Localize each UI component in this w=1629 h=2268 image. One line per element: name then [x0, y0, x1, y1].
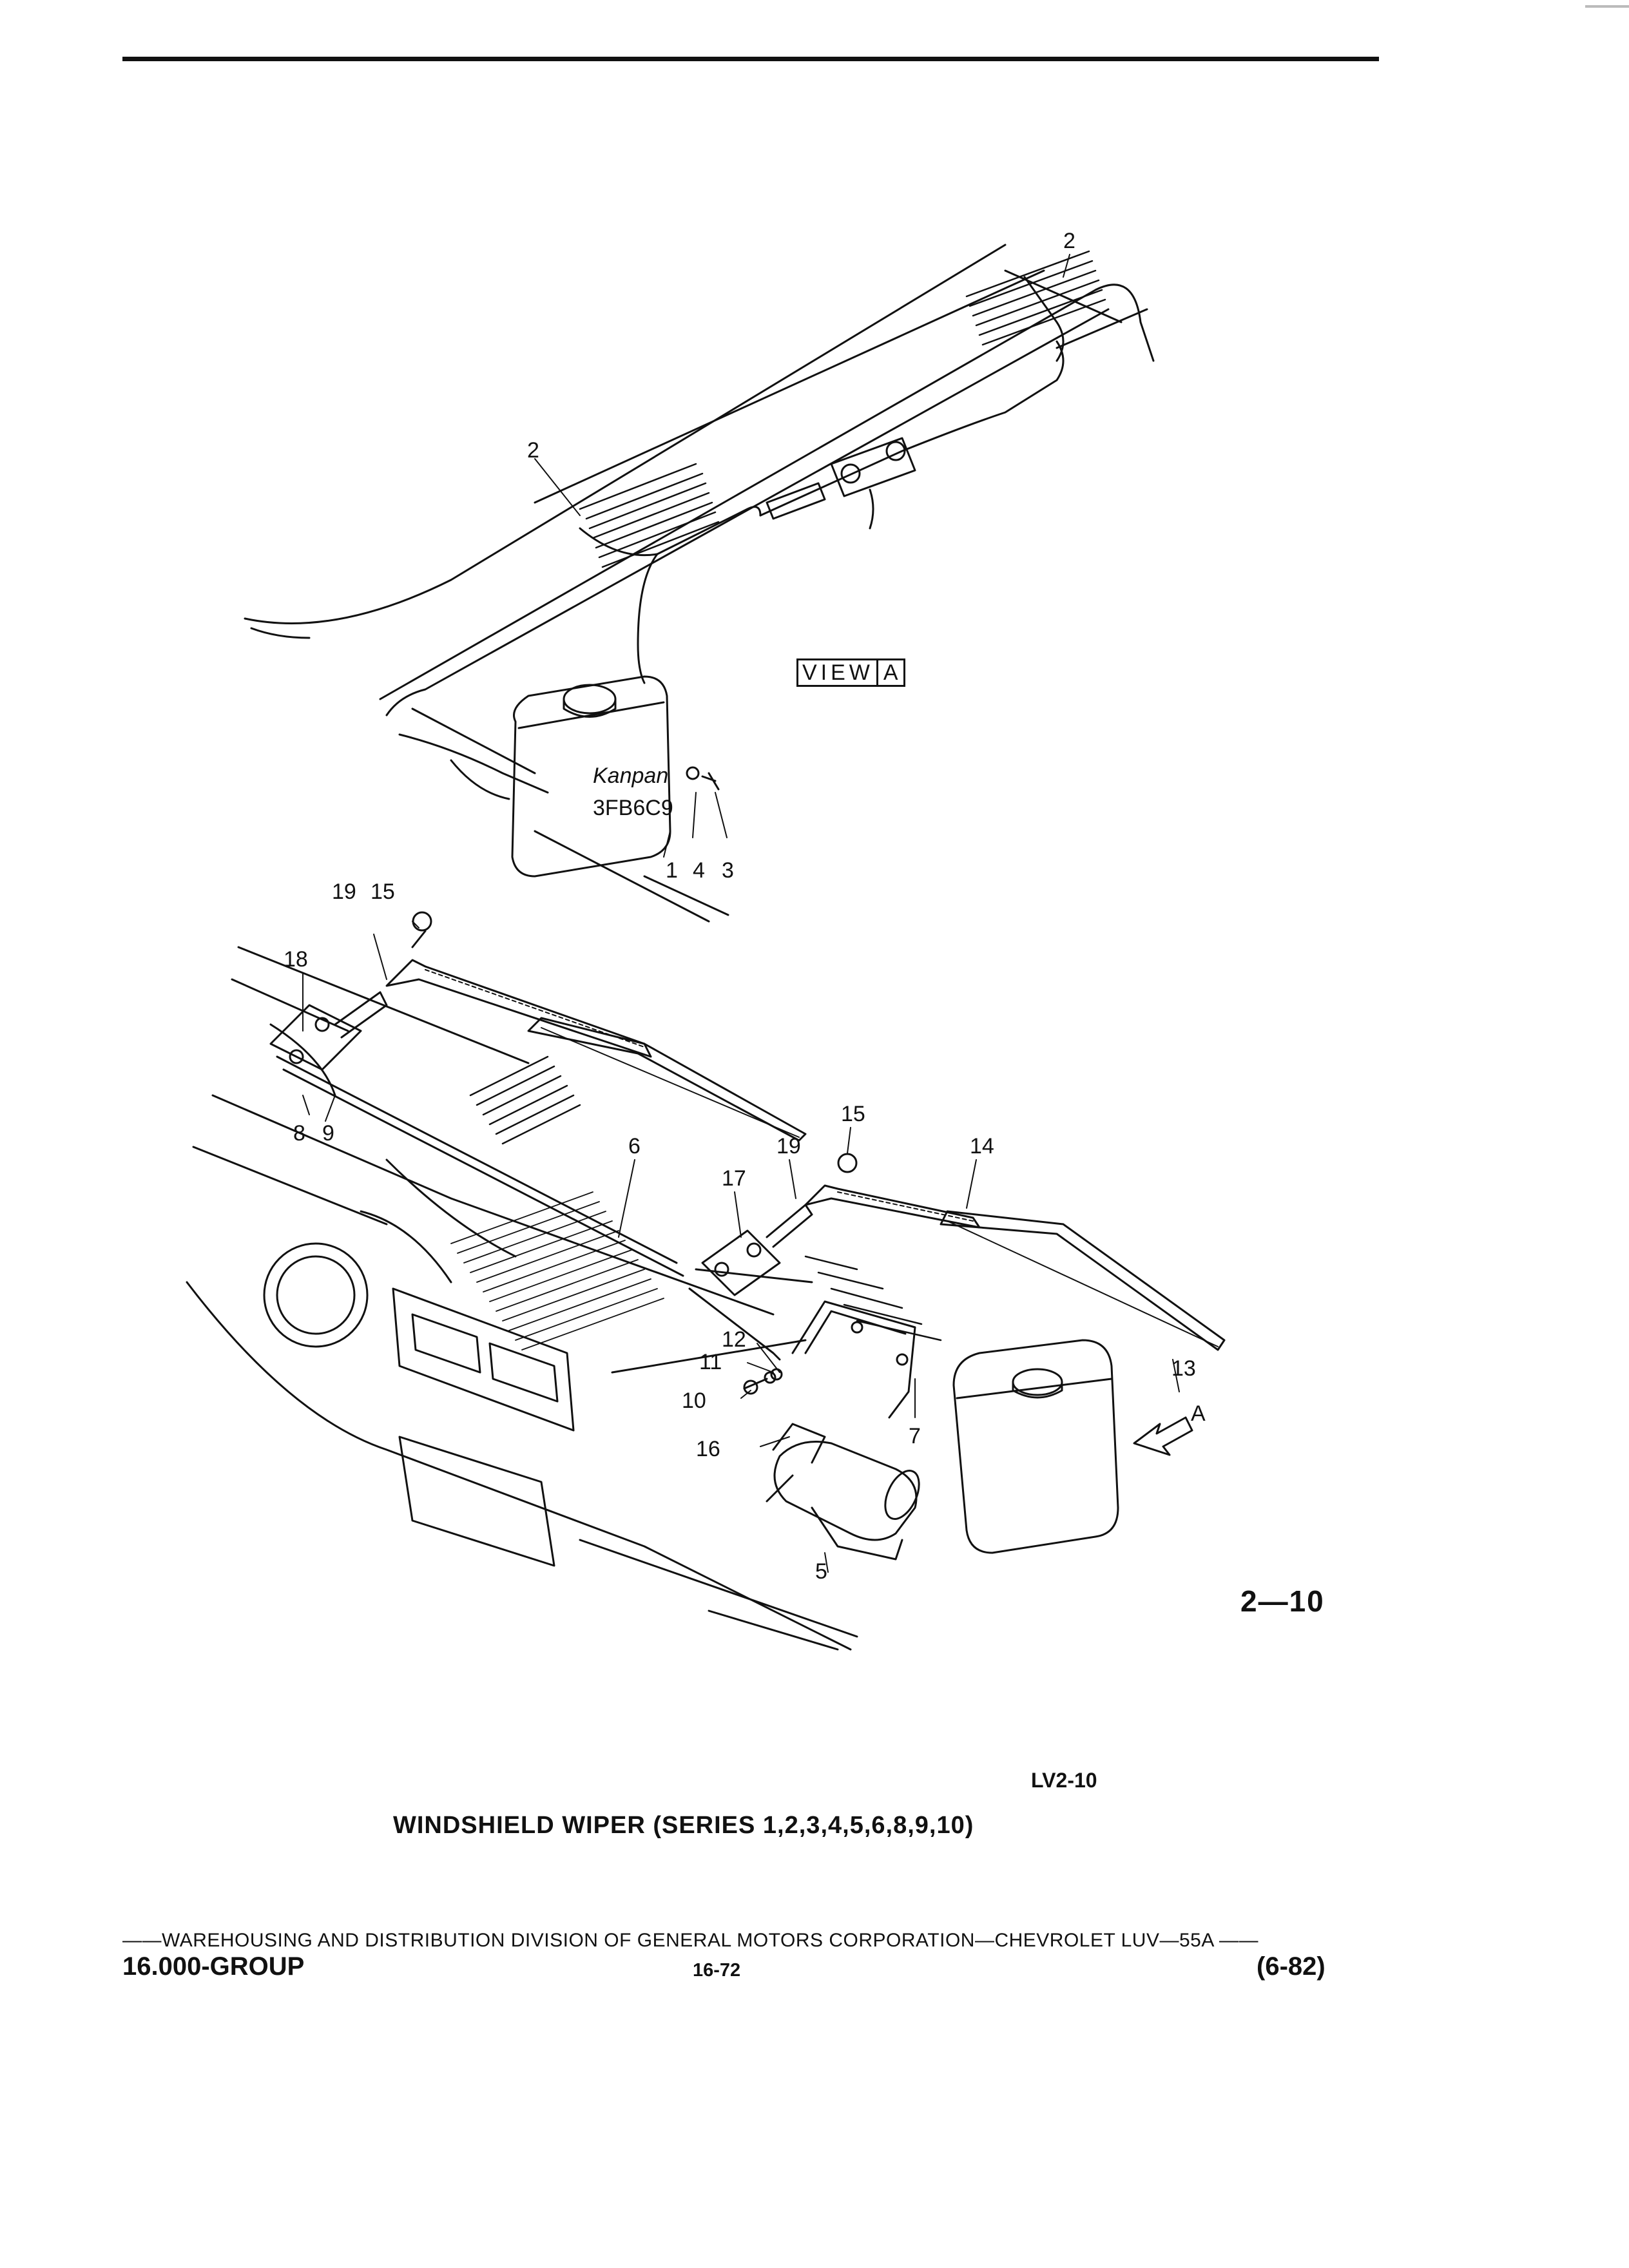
- callout-6: 6: [628, 1134, 641, 1158]
- cowl-vent-lower-left: [469, 1055, 581, 1145]
- callout-19-left: 19: [332, 879, 356, 904]
- wiper-pivot-left: [269, 991, 388, 1071]
- washer-hose: [579, 276, 1065, 684]
- wiper-pivot-right: [701, 1204, 813, 1296]
- wiper-arm-right: [804, 1153, 981, 1229]
- callout-14: 14: [970, 1134, 994, 1158]
- footer-publisher-line: ——WAREHOUSING AND DISTRIBUTION DIVISION …: [122, 1930, 1259, 1951]
- wiper-motor: [766, 1423, 920, 1561]
- wiper-blade-left: [527, 1017, 807, 1142]
- callout-9: 9: [322, 1121, 334, 1146]
- footer-page-number: 16-72: [693, 1960, 741, 1981]
- defroster-grille: [450, 1191, 664, 1350]
- callout-19-right: 19: [776, 1134, 801, 1158]
- callout-2-right: 2: [1063, 229, 1075, 253]
- wiper-linkage-rod: [276, 1055, 813, 1361]
- figure-number: 2—10: [1240, 1584, 1325, 1618]
- scan-corner-mark: [1585, 5, 1629, 8]
- callout-7: 7: [909, 1424, 921, 1448]
- arrow-a-label: A: [1191, 1401, 1206, 1426]
- view-a-arrow: [1133, 1416, 1193, 1456]
- callout-13: 13: [1171, 1356, 1196, 1381]
- callout-11: 11: [699, 1350, 722, 1374]
- page-top-rule: [122, 57, 1379, 61]
- footer-date: (6-82): [1257, 1952, 1325, 1981]
- svg-text:3FB6C9: 3FB6C9: [593, 796, 673, 820]
- figure-title: WINDSHIELD WIPER (SERIES 1,2,3,4,5,6,8,9…: [393, 1812, 974, 1839]
- figure-code: LV2-10: [1031, 1769, 1097, 1792]
- callout-3: 3: [722, 858, 734, 883]
- callout-15-right: 15: [841, 1102, 865, 1126]
- view-label-letter: A: [878, 658, 905, 687]
- wiper-blade-right: [940, 1210, 1226, 1351]
- callout-1: 1: [666, 858, 678, 883]
- motor-bracket-screw: [743, 1368, 783, 1395]
- view-label-text: VIEW: [796, 658, 878, 687]
- callout-5: 5: [815, 1559, 827, 1584]
- svg-text:Kanpan: Kanpan: [593, 764, 668, 788]
- washer-reservoir-lower: [952, 1339, 1119, 1554]
- cowl-vent-right: [965, 250, 1106, 346]
- cowl-vent-lower-right: [804, 1255, 942, 1341]
- callout-16: 16: [696, 1437, 720, 1461]
- callout-4: 4: [693, 858, 705, 883]
- footer-group: 16.000-GROUP: [122, 1952, 305, 1981]
- cowl-vent-left: [579, 463, 720, 568]
- reservoir-screw-and-washer: [686, 766, 720, 791]
- wiper-motor-bracket: [791, 1300, 916, 1419]
- callout-12: 12: [722, 1327, 746, 1352]
- callout-10: 10: [682, 1389, 706, 1413]
- callout-15-left: 15: [371, 879, 395, 904]
- callout-2-left: 2: [527, 438, 539, 463]
- callout-leaders: [302, 254, 1180, 1573]
- callout-18: 18: [284, 947, 308, 972]
- callout-17: 17: [722, 1166, 746, 1191]
- washer-nozzle-bracket: [830, 437, 916, 530]
- washer-reservoir-tank: Kanpan 3FB6C9: [511, 675, 673, 878]
- callout-numbers: 2 2 1 4 3 19 15 18 8 9 6 15 14 19 17 12 …: [284, 229, 1206, 1584]
- callout-8: 8: [293, 1121, 305, 1146]
- cowl-panel-view-a: [244, 244, 1155, 923]
